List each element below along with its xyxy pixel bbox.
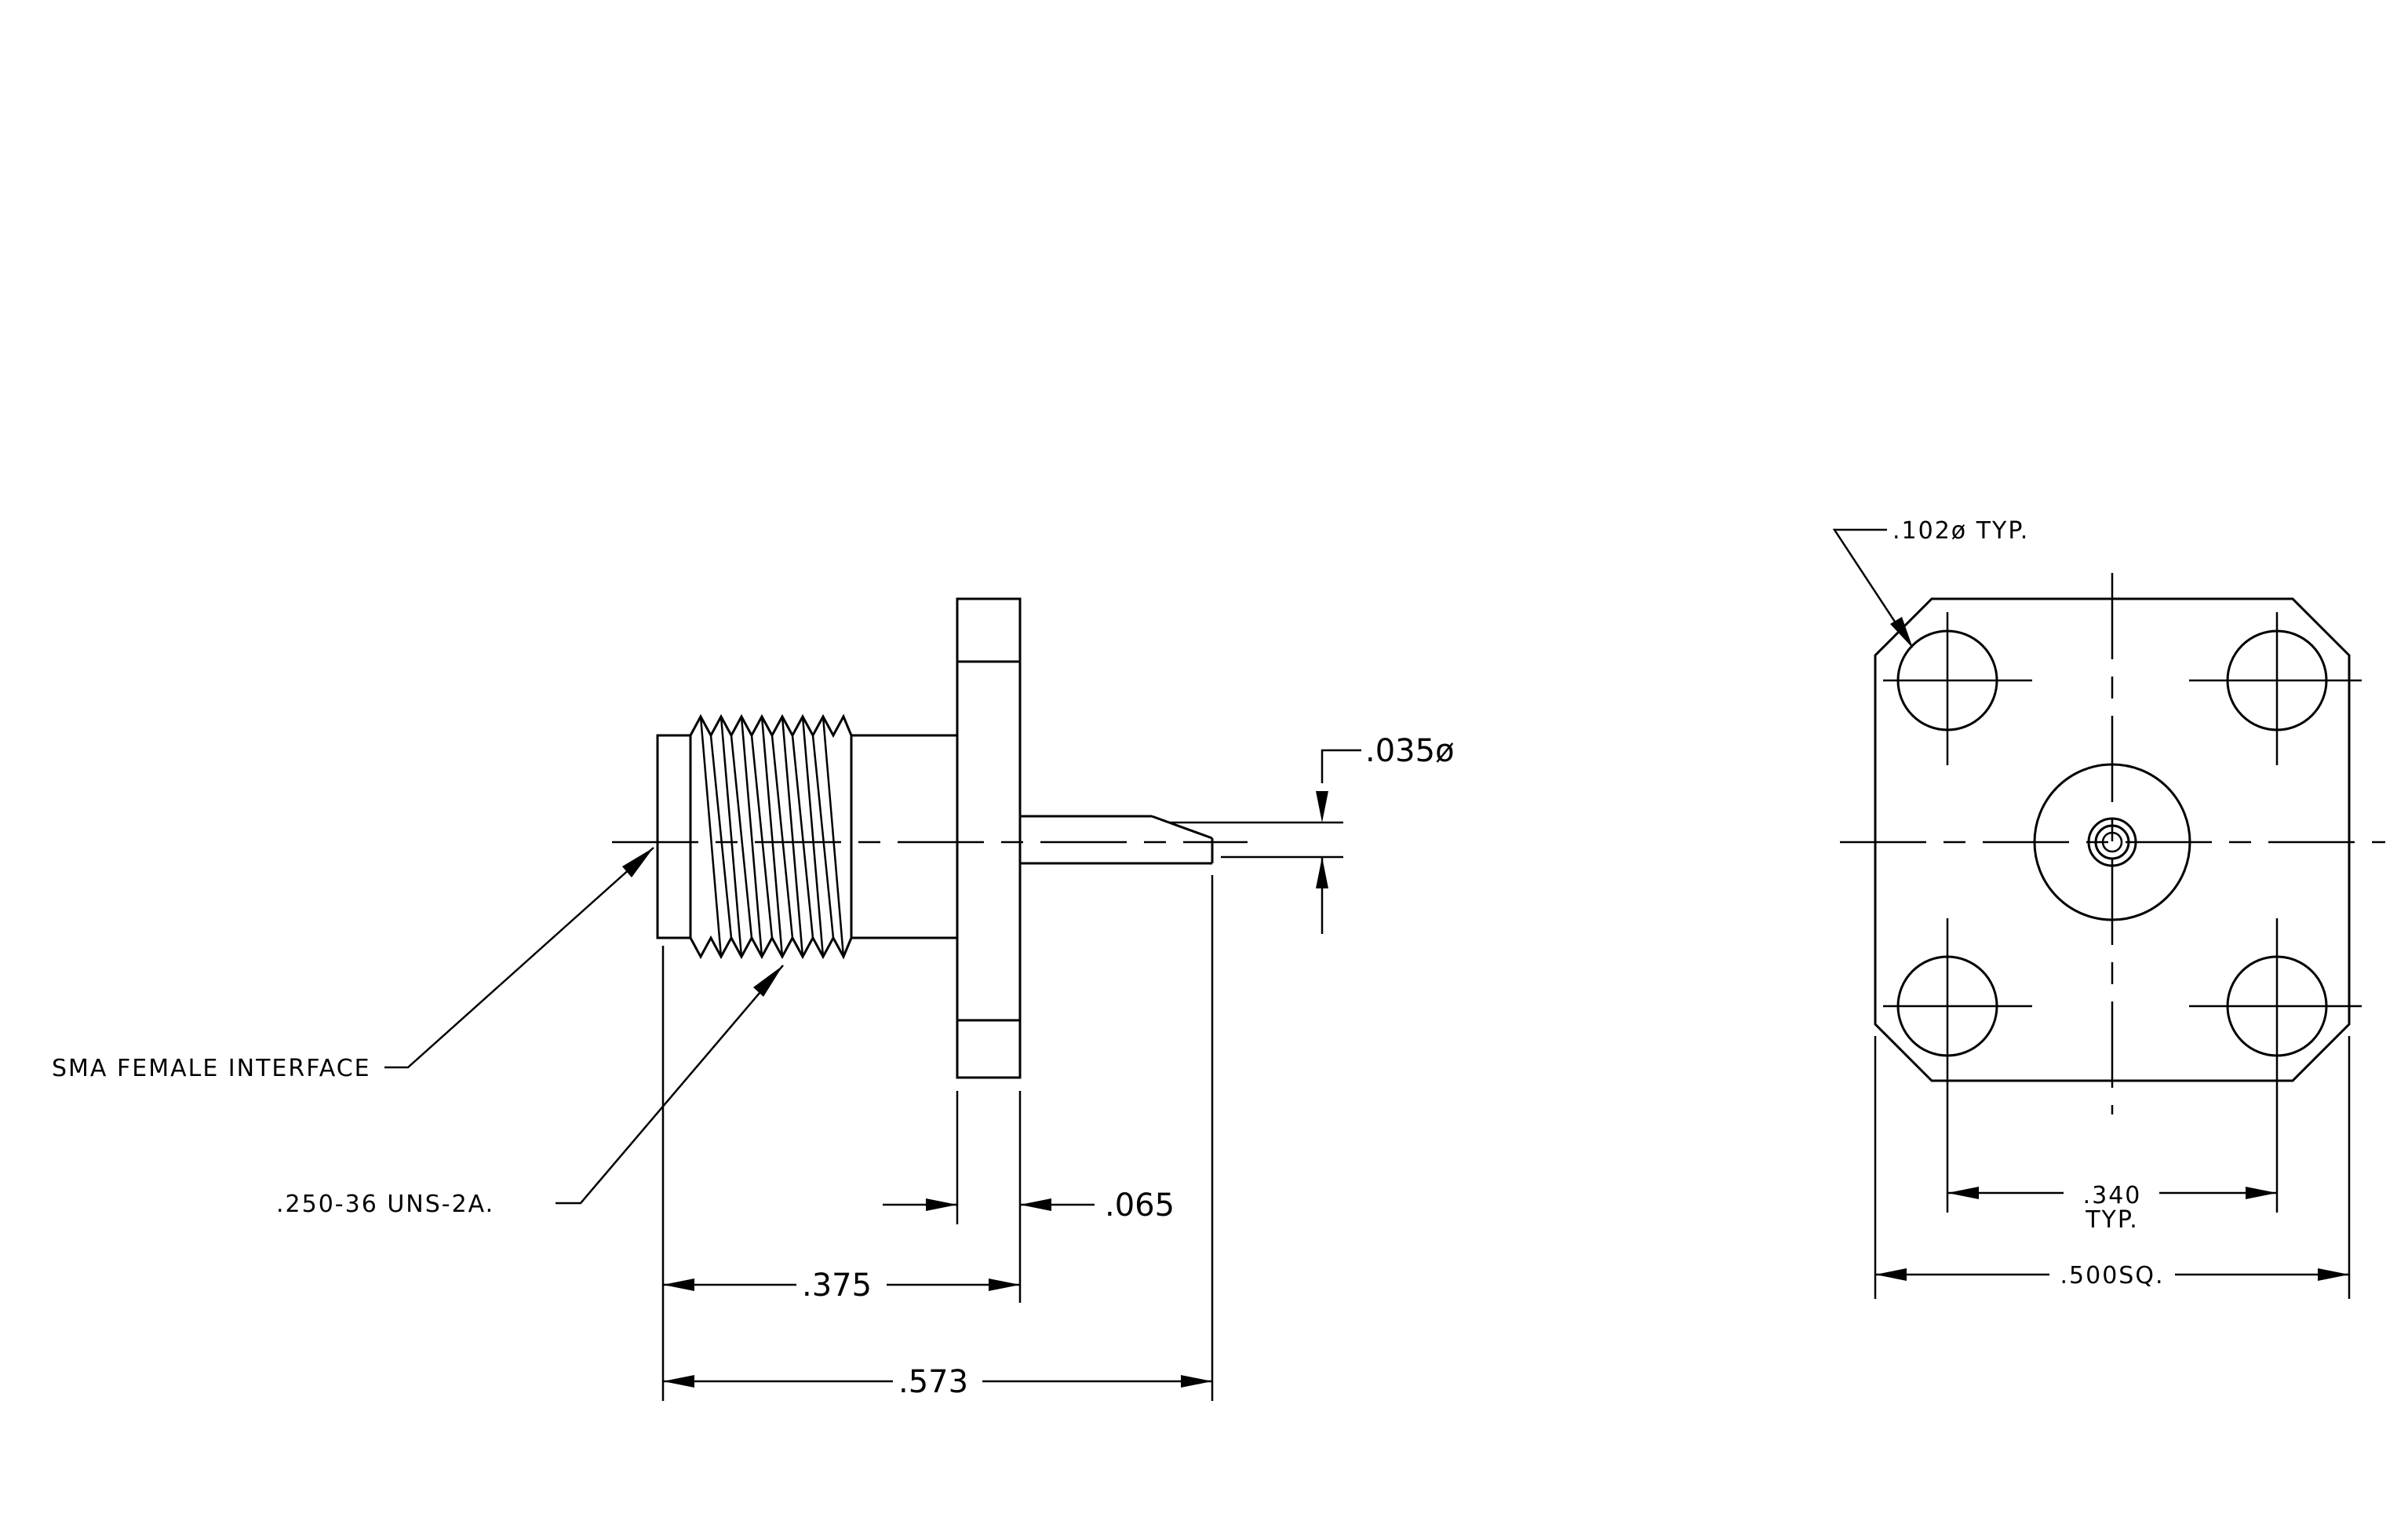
body-length-dimension: .375 <box>663 1268 1020 1304</box>
thread-label: .250-36 UNS-2A. <box>276 1191 494 1218</box>
hole-diameter-leader: .102ø TYP. <box>1832 517 2029 648</box>
threaded-section <box>689 713 853 960</box>
interface-label: SMA FEMALE INTERFACE <box>52 1055 371 1082</box>
flange-square <box>1874 597 2351 1082</box>
body-length-label: .375 <box>802 1268 872 1304</box>
center-contact <box>2033 763 2191 921</box>
pin-diameter-label: .035ø <box>1365 733 1455 769</box>
side-extension-lines <box>661 875 1214 1401</box>
mounting-holes <box>1883 612 2362 1091</box>
hole-spacing-dimension: .340 TYP. <box>1947 1182 2277 1234</box>
hole-spacing-label: .340 <box>2083 1182 2142 1209</box>
flange-thickness-label: .065 <box>1105 1187 1175 1224</box>
square-size-dimension: .500SQ. <box>1875 1262 2349 1289</box>
overall-length-dimension: .573 <box>663 1364 1212 1400</box>
overall-length-label: .573 <box>898 1364 968 1400</box>
flange <box>956 597 1022 1079</box>
flange-thickness-dimension: .065 <box>883 1187 1175 1224</box>
front-collar <box>656 734 692 939</box>
front-view: .102ø TYP. .340 TYP. .500SQ. <box>1832 517 2385 1299</box>
center-pin <box>1020 815 1214 865</box>
side-view: .035ø SMA FEMALE INTERFACE .250-36 UNS-2… <box>52 597 1455 1401</box>
hole-diameter-label: .102ø TYP. <box>1893 517 2029 545</box>
thread-leader: .250-36 UNS-2A. <box>276 965 784 1218</box>
pin-diameter-dimension: .035ø <box>1169 733 1455 934</box>
interface-leader: SMA FEMALE INTERFACE <box>52 847 654 1082</box>
rear-body <box>851 734 957 939</box>
square-size-label: .500SQ. <box>2060 1262 2165 1289</box>
hole-spacing-note: TYP. <box>2085 1206 2139 1234</box>
